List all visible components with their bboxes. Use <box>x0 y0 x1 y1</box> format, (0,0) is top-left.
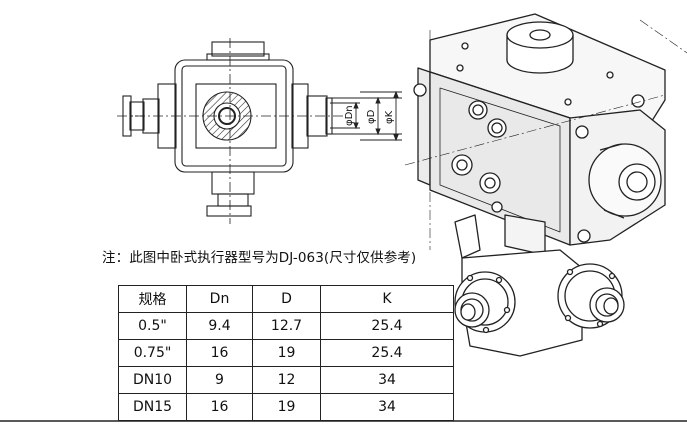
dim-label-k: φK <box>384 110 395 124</box>
drawing-note: 注：此图中卧式执行器型号为DJ-063(尺寸仅供参考) <box>102 250 417 266</box>
table-cell: 0.75" <box>118 339 187 367</box>
table-cell: DN15 <box>118 393 187 421</box>
table-cell: 12 <box>252 366 321 394</box>
header-k: K <box>320 285 454 313</box>
table-cell: 0.5" <box>118 312 187 340</box>
table-row: 0.75" 16 19 25.4 <box>118 339 454 367</box>
dim-label-d: φD <box>366 109 377 124</box>
table-cell: 16 <box>186 339 253 367</box>
table-cell: 12.7 <box>252 312 321 340</box>
table-cell: 25.4 <box>320 339 454 367</box>
table-cell: 16 <box>186 393 253 421</box>
dim-label-dn: φDn <box>344 105 355 126</box>
dimension-lines <box>330 90 402 142</box>
table-row: DN15 16 19 34 <box>118 393 454 421</box>
table-header-row: 规格 Dn D K <box>118 285 454 313</box>
table-cell: 9.4 <box>186 312 253 340</box>
header-d: D <box>252 285 321 313</box>
table-cell: 34 <box>320 366 454 394</box>
table-cell: 25.4 <box>320 312 454 340</box>
table-cell: 19 <box>252 339 321 367</box>
table-cell: 19 <box>252 393 321 421</box>
table-cell: DN10 <box>118 366 187 394</box>
top-view-drawing <box>117 38 345 224</box>
table-row: DN10 9 12 34 <box>118 366 454 394</box>
header-dn: Dn <box>186 285 253 313</box>
header-spec: 规格 <box>118 285 187 313</box>
table-cell: 34 <box>320 393 454 421</box>
spec-table: 规格 Dn D K 0.5" 9.4 12.7 25.4 0.75" 16 19… <box>118 285 454 421</box>
table-row: 0.5" 9.4 12.7 25.4 <box>118 312 454 340</box>
isometric-valve-drawing <box>404 13 687 357</box>
table-cell: 9 <box>186 366 253 394</box>
